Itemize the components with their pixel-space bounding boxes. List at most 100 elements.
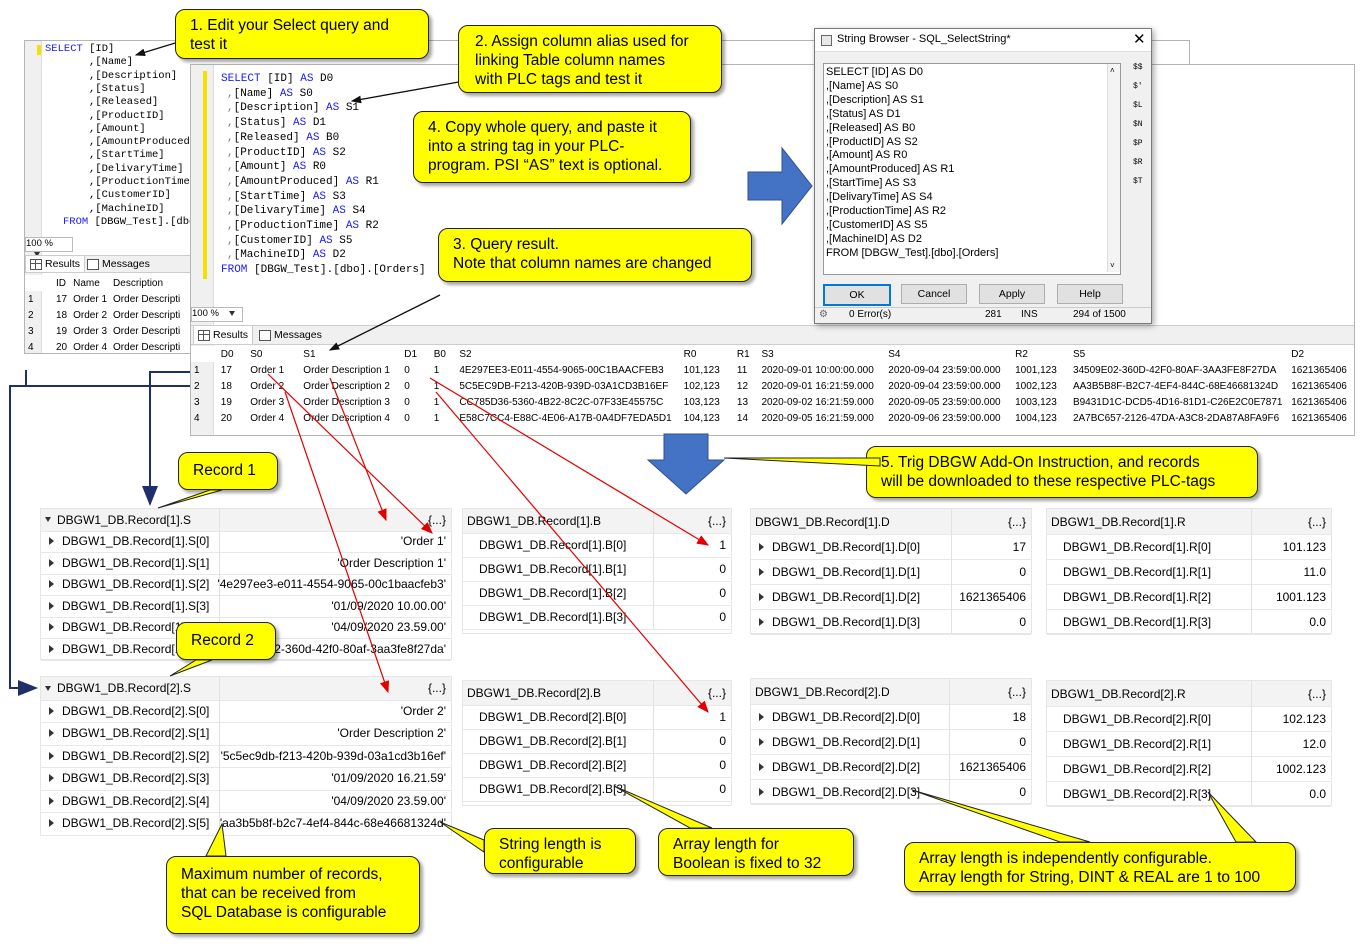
tab-results[interactable]: Results	[25, 256, 86, 272]
tag-value[interactable]: '01/09/2020 16.21.59'	[219, 767, 451, 790]
tag-row[interactable]: DBGW1_DB.Record[2].S[2]'5c5ec9db-f213-42…	[41, 744, 451, 768]
expand-icon[interactable]	[759, 762, 764, 771]
expand-icon[interactable]	[49, 623, 54, 632]
tag-row[interactable]: DBGW1_DB.Record[1].B[3]0	[463, 605, 731, 630]
tag-row[interactable]: DBGW1_DB.Record[2].B[3]0	[463, 777, 731, 802]
tag-row[interactable]: DBGW1_DB.Record[1].D[0]17	[751, 534, 1031, 560]
scrollbar[interactable]: ˄ ˅	[1107, 64, 1120, 272]
tag-row[interactable]: DBGW1_DB.Record[2].S[1]'Order Descriptio…	[41, 722, 451, 746]
tag-header-row[interactable]: DBGW1_DB.Record[1].S{...}	[41, 509, 451, 532]
tag-header-row[interactable]: DBGW1_DB.Record[2].R{...}	[1047, 681, 1331, 707]
tag-row[interactable]: DBGW1_DB.Record[1].R[3]0.0	[1047, 609, 1331, 635]
tag-value[interactable]: 1621365406	[951, 584, 1031, 609]
collapse-icon[interactable]	[45, 685, 51, 691]
help-button[interactable]: Help	[1057, 284, 1123, 304]
tag-value[interactable]: 'Order Description 2'	[219, 722, 451, 745]
tag-header-row[interactable]: DBGW1_DB.Record[2].S{...}	[41, 677, 451, 701]
escape-code-button[interactable]: $P	[1133, 139, 1143, 148]
tag-value[interactable]: '5c5ec9db-f213-420b-939d-03a1cd3b16ef'	[219, 744, 451, 767]
tag-value[interactable]: 17	[951, 534, 1031, 559]
tag-row[interactable]: DBGW1_DB.Record[2].D[1]0	[751, 729, 1031, 755]
cancel-button[interactable]: Cancel	[901, 284, 967, 304]
expand-icon[interactable]	[759, 592, 764, 601]
tag-row[interactable]: DBGW1_DB.Record[1].B[2]0	[463, 581, 731, 606]
tag-value[interactable]: 1	[653, 533, 731, 557]
tag-value[interactable]: 0	[653, 729, 731, 753]
tag-header-row[interactable]: DBGW1_DB.Record[1].D{...}	[751, 509, 1031, 535]
escape-code-button[interactable]: $T	[1133, 177, 1143, 186]
tag-value[interactable]: '4e297ee3-e011-4554-9065-00c1baacfeb3'	[217, 573, 451, 595]
tag-row[interactable]: DBGW1_DB.Record[2].S[5]'aa3b5b8f-b2c7-4e…	[41, 812, 451, 836]
tag-row[interactable]: DBGW1_DB.Record[1].S[2]'4e297ee3-e011-45…	[41, 573, 451, 596]
tag-row[interactable]: DBGW1_DB.Record[1].D[3]0	[751, 609, 1031, 635]
escape-code-button[interactable]: $L	[1133, 101, 1143, 110]
scroll-down-icon[interactable]: ˅	[1110, 261, 1115, 270]
tag-row[interactable]: DBGW1_DB.Record[1].R[2]1001.123	[1047, 584, 1331, 610]
tag-value[interactable]: 11.0	[1251, 559, 1331, 584]
expand-icon[interactable]	[49, 580, 54, 589]
zoom-select[interactable]: 100 %	[25, 237, 73, 257]
tag-row[interactable]: DBGW1_DB.Record[1].B[0]1	[463, 533, 731, 558]
escape-code-button[interactable]: $N	[1133, 120, 1143, 129]
tag-value[interactable]: 0	[653, 777, 731, 801]
tag-row[interactable]: DBGW1_DB.Record[2].S[0]'Order 2'	[41, 699, 451, 723]
tag-row[interactable]: DBGW1_DB.Record[2].B[2]0	[463, 753, 731, 778]
collapse-icon[interactable]	[45, 517, 51, 523]
tag-value[interactable]: 102.123	[1251, 706, 1331, 731]
tag-value[interactable]: 'Order 1'	[219, 530, 451, 552]
tag-value[interactable]: 'aa3b5b8f-b2c7-4ef4-844c-68e46681324d'	[219, 812, 451, 835]
tag-header-row[interactable]: DBGW1_DB.Record[2].B{...}	[463, 681, 731, 706]
escape-code-button[interactable]: $'	[1133, 82, 1143, 91]
tag-row[interactable]: DBGW1_DB.Record[2].R[1]12.0	[1047, 731, 1331, 757]
tag-value[interactable]: 'Order 2'	[219, 699, 451, 722]
tag-value[interactable]: 101.123	[1251, 534, 1331, 559]
escape-code-button[interactable]: $R	[1133, 158, 1143, 167]
expand-icon[interactable]	[759, 542, 764, 551]
scroll-up-icon[interactable]: ˄	[1110, 66, 1115, 75]
tag-header-row[interactable]: DBGW1_DB.Record[2].D{...}	[751, 679, 1031, 705]
tag-value[interactable]: 18	[949, 704, 1031, 729]
expand-icon[interactable]	[49, 537, 54, 546]
expand-icon[interactable]	[49, 729, 54, 738]
tag-header-row[interactable]: DBGW1_DB.Record[1].R{...}	[1047, 509, 1331, 535]
tag-row[interactable]: DBGW1_DB.Record[2].R[3]0.0	[1047, 781, 1331, 807]
expand-icon[interactable]	[49, 751, 54, 760]
tag-row[interactable]: DBGW1_DB.Record[2].S[3]'01/09/2020 16.21…	[41, 767, 451, 791]
tag-row[interactable]: DBGW1_DB.Record[2].R[0]102.123	[1047, 706, 1331, 732]
expand-icon[interactable]	[49, 644, 54, 653]
tag-row[interactable]: DBGW1_DB.Record[1].S[1]'Order Descriptio…	[41, 552, 451, 575]
expand-icon[interactable]	[49, 558, 54, 567]
tag-row[interactable]: DBGW1_DB.Record[1].B[1]0	[463, 557, 731, 582]
tag-value[interactable]: '04/09/2020 23.59.00'	[219, 789, 451, 812]
tag-value[interactable]: 0	[653, 581, 731, 605]
tag-value[interactable]: 0	[951, 559, 1031, 584]
tag-value[interactable]: 0	[951, 609, 1031, 634]
tab-messages[interactable]: Messages	[255, 326, 326, 344]
tab-results[interactable]: Results	[193, 326, 254, 344]
tab-messages[interactable]: Messages	[83, 256, 154, 272]
expand-icon[interactable]	[759, 737, 764, 746]
tag-value[interactable]: 1001.123	[1251, 584, 1331, 609]
tag-row[interactable]: DBGW1_DB.Record[1].D[1]0	[751, 559, 1031, 585]
tag-value[interactable]: 0	[653, 753, 731, 777]
tag-value[interactable]: 0	[653, 557, 731, 581]
tag-value[interactable]: 0	[653, 605, 731, 629]
tag-row[interactable]: DBGW1_DB.Record[1].R[0]101.123	[1047, 534, 1331, 560]
escape-code-button[interactable]: $$	[1133, 63, 1143, 72]
tag-row[interactable]: DBGW1_DB.Record[1].S[0]'Order 1'	[41, 530, 451, 553]
tag-row[interactable]: DBGW1_DB.Record[2].D[3]0	[751, 779, 1031, 805]
tag-row[interactable]: DBGW1_DB.Record[1].S[3]'01/09/2020 10.00…	[41, 595, 451, 618]
tag-value[interactable]: 0	[949, 779, 1031, 804]
tag-value[interactable]: '01/09/2020 10.00.00'	[219, 595, 451, 617]
expand-icon[interactable]	[759, 567, 764, 576]
tag-value[interactable]: 1	[653, 705, 731, 729]
zoom-select[interactable]: 100 %	[191, 307, 243, 322]
tag-value[interactable]: 12.0	[1251, 731, 1331, 756]
expand-icon[interactable]	[759, 787, 764, 796]
tag-header-row[interactable]: DBGW1_DB.Record[1].B{...}	[463, 509, 731, 534]
